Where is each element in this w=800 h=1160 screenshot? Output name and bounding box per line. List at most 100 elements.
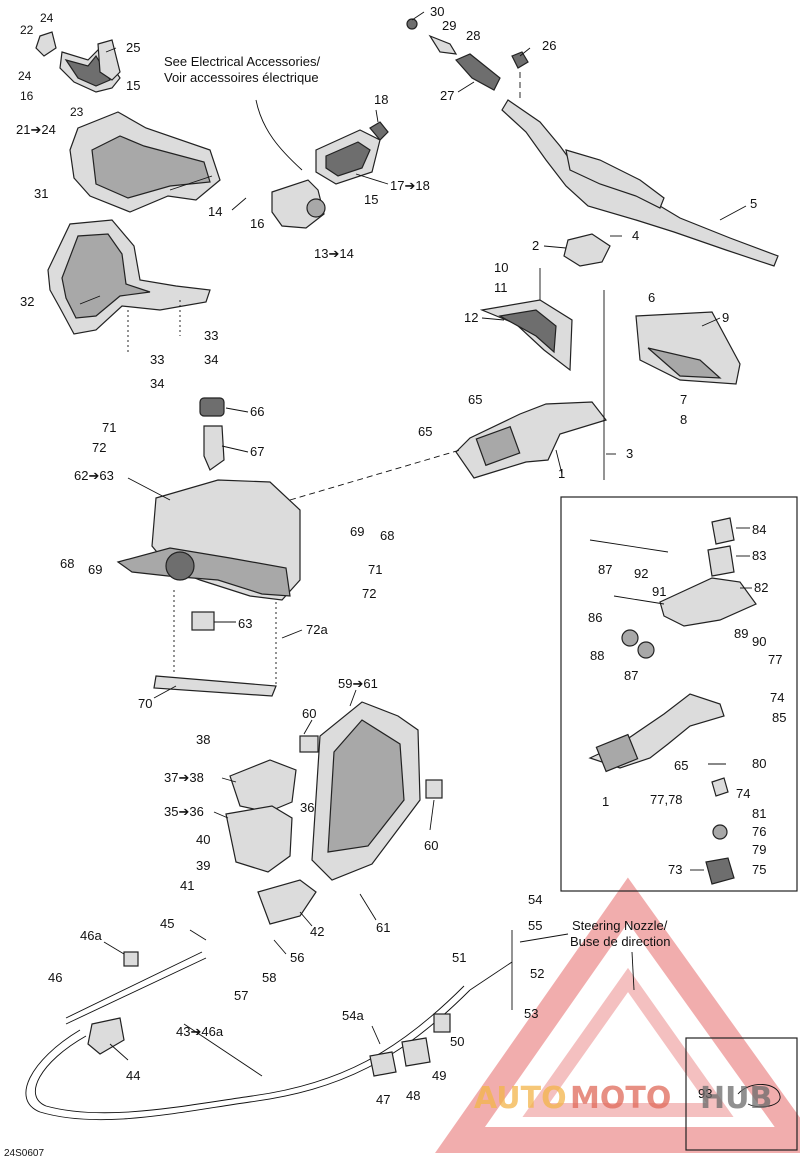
callout-30: 30: [430, 4, 444, 19]
callout-61: 61: [376, 920, 390, 935]
callout-62-63: 62➔63: [74, 468, 114, 483]
callout-36: 36: [300, 800, 314, 815]
callout-31: 31: [34, 186, 48, 201]
callout-74-a: 74: [770, 690, 784, 705]
callout-49: 49: [432, 1068, 446, 1083]
callout-92: 92: [634, 566, 648, 581]
callout-34-b: 34: [150, 376, 164, 391]
callout-68-b: 68: [380, 528, 394, 543]
callout-39: 39: [196, 858, 210, 873]
nozzle-note-fr: Buse de direction: [570, 934, 670, 949]
callout-35-36: 35➔36: [164, 804, 204, 819]
callout-29: 29: [442, 18, 456, 33]
callout-85: 85: [772, 710, 786, 725]
callout-69-b: 69: [350, 524, 364, 539]
callout-51: 51: [452, 950, 466, 965]
callout-91: 91: [652, 584, 666, 599]
switch-housing-group: [255, 99, 389, 229]
callout-82: 82: [754, 580, 768, 595]
clamp-93: [737, 1084, 781, 1108]
callout-24-top: 24: [40, 11, 54, 25]
callout-23: 23: [70, 105, 84, 119]
callout-32: 32: [20, 294, 34, 309]
callout-8: 8: [680, 412, 687, 427]
callout-44: 44: [126, 1068, 140, 1083]
callout-12: 12: [464, 310, 478, 325]
callout-77-a: 77: [768, 652, 782, 667]
watermark-hub: HUB: [700, 1081, 772, 1116]
callout-52: 52: [530, 966, 544, 981]
watermark-auto: AUTO: [474, 1081, 567, 1116]
callout-46: 46: [48, 970, 62, 985]
callout-87-b: 87: [624, 668, 638, 683]
callout-77-78: 77,78: [650, 792, 683, 807]
callout-80: 80: [752, 756, 766, 771]
callout-40: 40: [196, 832, 210, 847]
callout-9: 9: [722, 310, 729, 325]
callout-15-mid: 15: [364, 192, 378, 207]
callout-24-left: 24: [18, 69, 32, 83]
callout-69-a: 69: [88, 562, 102, 577]
watermark-triangle: [435, 877, 800, 1153]
callout-65-a: 65: [468, 392, 482, 407]
callout-33-a: 33: [204, 328, 218, 343]
callout-59-61: 59➔61: [338, 676, 378, 691]
callout-72-a: 72: [92, 440, 106, 455]
callout-47: 47: [376, 1092, 390, 1107]
callout-72-b: 72: [362, 586, 376, 601]
steering-column-group: [455, 233, 741, 480]
callout-72a: 72a: [306, 622, 328, 637]
handlebar-group: [406, 18, 779, 267]
callout-labels: 30 29 28 26 27 5 24 22 25 24 15 16 23 21…: [16, 4, 786, 1107]
electrical-note-en: See Electrical Accessories/: [164, 54, 320, 69]
callout-54a: 54a: [342, 1008, 364, 1023]
callout-89: 89: [734, 626, 748, 641]
callout-43-46a: 43➔46a: [176, 1024, 224, 1039]
callout-6: 6: [648, 290, 655, 305]
callout-60-b: 60: [424, 838, 438, 853]
callout-34-a: 34: [204, 352, 218, 367]
callout-28: 28: [466, 28, 480, 43]
callout-18: 18: [374, 92, 388, 107]
callout-87-a: 87: [598, 562, 612, 577]
callout-21-24: 21➔24: [16, 122, 56, 137]
callout-93: 93: [698, 1086, 712, 1101]
callout-86: 86: [588, 610, 602, 625]
callout-45: 45: [160, 916, 174, 931]
callout-66: 66: [250, 404, 264, 419]
callout-7: 7: [680, 392, 687, 407]
callout-13-14: 13➔14: [314, 246, 354, 261]
callout-38: 38: [196, 732, 210, 747]
callout-88: 88: [590, 648, 604, 663]
drawing-code: 24S0607: [4, 1148, 44, 1159]
watermark-moto: MOTO: [570, 1081, 671, 1116]
callout-3: 3: [626, 446, 633, 461]
callout-11: 11: [494, 280, 508, 295]
callout-65-c: 65: [674, 758, 688, 773]
callout-10: 10: [494, 260, 508, 275]
leader-lines: [79, 11, 752, 1077]
lower-cover-group: [47, 219, 211, 352]
steering-support-group: [116, 397, 461, 697]
callout-57: 57: [234, 988, 248, 1003]
inset-frame: [560, 496, 798, 892]
electrical-note-fr: Voir accessoires électrique: [164, 70, 319, 85]
callout-70: 70: [138, 696, 152, 711]
callout-68-a: 68: [60, 556, 74, 571]
callout-46a: 46a: [80, 928, 102, 943]
nozzle-note-en: Steering Nozzle/: [572, 918, 668, 933]
callout-75: 75: [752, 862, 766, 877]
callout-4: 4: [632, 228, 639, 243]
callout-25: 25: [126, 40, 140, 55]
handlebar-cover-group: [35, 31, 221, 213]
callout-83: 83: [752, 548, 766, 563]
callout-60-a: 60: [302, 706, 316, 721]
callout-63: 63: [238, 616, 252, 631]
callout-16-mid: 16: [250, 216, 264, 231]
callout-16-top: 16: [20, 89, 34, 103]
callout-2: 2: [532, 238, 539, 253]
callout-74-b: 74: [736, 786, 750, 801]
callout-71-b: 71: [368, 562, 382, 577]
corner-inset-frame: [685, 1037, 798, 1151]
